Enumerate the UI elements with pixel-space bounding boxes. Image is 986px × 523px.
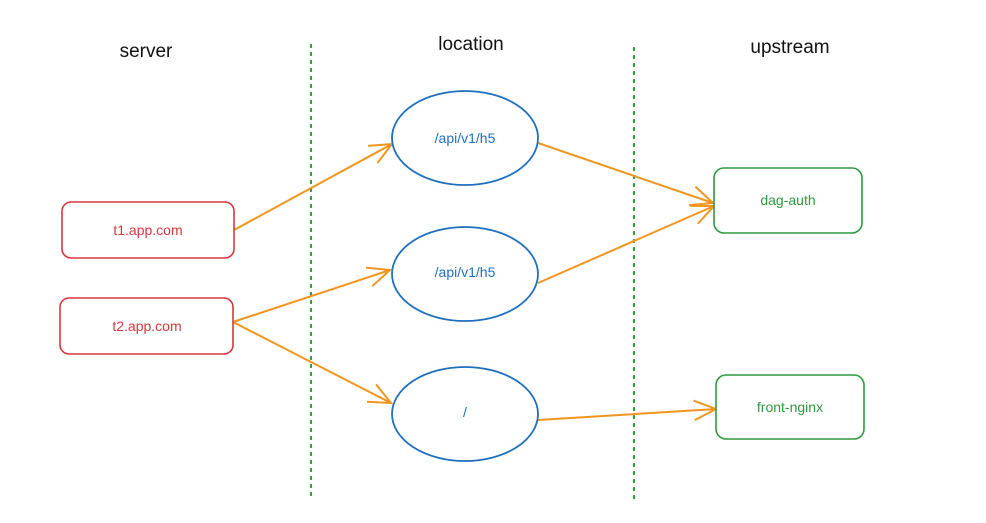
edge-line: [537, 205, 715, 284]
server-node-t1[interactable]: t1.app.com: [61, 201, 235, 259]
arrowhead-icon: [366, 383, 394, 405]
edge-s1-to-l1: [233, 142, 395, 231]
location-node-label: /api/v1/h5: [435, 264, 496, 280]
upstream-node-box: [713, 167, 863, 234]
location-node-label: /api/v1/h5: [435, 130, 496, 146]
edge-l1-to-u1: [537, 142, 716, 207]
server-node-label: t2.app.com: [112, 318, 181, 334]
location-node-ellipse: [391, 366, 539, 462]
upstream-node-label: front-nginx: [757, 399, 823, 415]
edge-line: [232, 269, 391, 323]
edge-line: [232, 321, 392, 404]
column-title-location: location: [438, 34, 504, 55]
location-node-3[interactable]: /: [391, 366, 539, 462]
edge-s2-to-l3: [232, 321, 394, 405]
column-title-server: server: [120, 41, 173, 62]
server-node-label: t1.app.com: [113, 222, 182, 238]
edge-line: [537, 142, 714, 204]
server-node-box: [61, 201, 235, 259]
edge-l3-to-u2: [537, 399, 719, 422]
column-title-upstream: upstream: [750, 37, 829, 58]
upstream-node-label: dag-auth: [760, 192, 815, 208]
edge-line: [537, 408, 717, 421]
upstream-node-box: [715, 374, 865, 440]
location-node-ellipse: [391, 226, 539, 322]
edge-s2-to-l2: [232, 266, 393, 323]
upstream-node-dag-auth[interactable]: dag-auth: [713, 167, 863, 234]
location-node-2[interactable]: /api/v1/h5: [391, 226, 539, 322]
server-node-box: [59, 297, 234, 355]
edge-l2-to-u1: [537, 204, 717, 284]
location-node-1[interactable]: /api/v1/h5: [391, 90, 539, 186]
edges: [232, 142, 719, 422]
upstream-node-front-nginx[interactable]: front-nginx: [715, 374, 865, 440]
server-node-t2[interactable]: t2.app.com: [59, 297, 234, 355]
arrowhead-icon: [366, 266, 393, 287]
location-node-label: /: [463, 404, 467, 420]
edge-line: [233, 143, 393, 231]
arrowhead-icon: [689, 185, 716, 207]
location-node-ellipse: [391, 90, 539, 186]
